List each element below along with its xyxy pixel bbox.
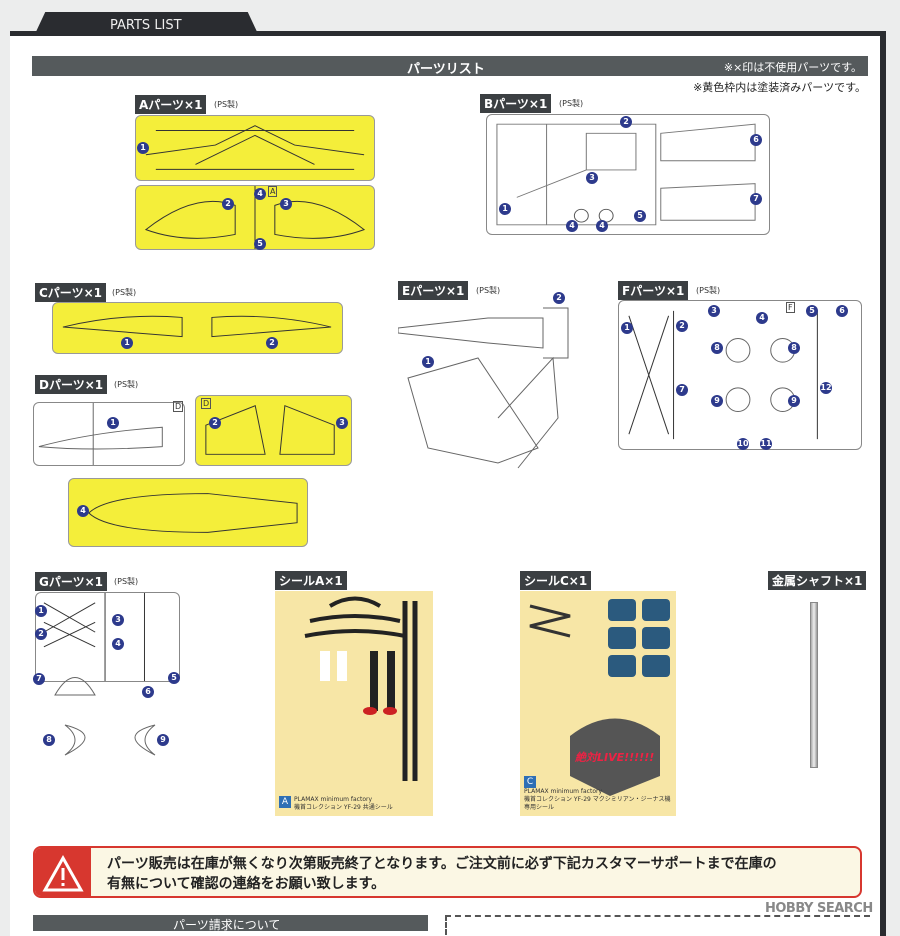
section-label-seal-c: シールC×1 [520, 571, 592, 590]
watermark: HOBBY SEARCH [765, 901, 873, 916]
runner-letter: D [201, 398, 212, 409]
part-number: 2 [35, 628, 47, 640]
section-label-f: Fパーツ×1 [618, 281, 689, 300]
section-label-g: Gパーツ×1 [35, 572, 108, 591]
runner-c [52, 302, 343, 354]
seal-badge: C [524, 776, 536, 788]
section-label-a: Aパーツ×1 [135, 95, 207, 114]
runner-d-long [68, 478, 308, 547]
tab-label: PARTS LIST [110, 18, 182, 33]
canopy-parts-drawing [54, 677, 156, 756]
warning-triangle-icon [35, 848, 91, 896]
part-number: 5 [634, 210, 646, 222]
cut-line-box [445, 915, 870, 935]
seal-logo: 絶対LIVE!!!!!! [575, 751, 655, 764]
parts-request-heading: パーツ請求について [33, 915, 428, 932]
section-label-e: Eパーツ×1 [398, 281, 469, 300]
part-number: 2 [676, 320, 688, 332]
part-number: 3 [586, 172, 598, 184]
section-label-seal-a: シールA×1 [275, 571, 347, 590]
runner-f [618, 300, 862, 450]
part-number: 2 [553, 292, 565, 304]
part-number: 5 [806, 305, 818, 317]
part-number: 9 [788, 395, 800, 407]
part-number: 1 [121, 337, 133, 349]
runner-letter: D [173, 401, 184, 412]
part-number: 5 [168, 672, 180, 684]
part-number: 4 [77, 505, 89, 517]
material-note: (PS製) [114, 577, 139, 586]
runner-e [398, 298, 574, 470]
part-number: 1 [137, 142, 149, 154]
part-number: 4 [566, 220, 578, 232]
part-number: 8 [788, 342, 800, 354]
warning-line-2: 有無について確認の連絡をお願い致します。 [107, 876, 386, 892]
part-number: 2 [222, 198, 234, 210]
material-note: (PS製) [112, 288, 137, 297]
section-label-d: Dパーツ×1 [35, 375, 108, 394]
note-painted: ※黄色枠内は塗装済みパーツです。 [693, 81, 866, 94]
runner-g [35, 592, 180, 682]
part-number: 2 [209, 417, 221, 429]
seal-product: 機首コレクション YF-29 共通シール [294, 804, 393, 811]
runner-a-top [135, 115, 375, 181]
part-number: 1 [422, 356, 434, 368]
seal-brand: PLAMAX minimum factory [294, 796, 373, 803]
part-number: 3 [336, 417, 348, 429]
section-label-b: Bパーツ×1 [480, 94, 552, 113]
material-note: (PS製) [114, 380, 139, 389]
part-number: 12 [820, 382, 832, 394]
seal-brand: PLAMAX minimum factory [524, 788, 603, 795]
part-number: 3 [708, 305, 720, 317]
part-number: 2 [620, 116, 632, 128]
part-number: 3 [112, 614, 124, 626]
runner-d [33, 402, 185, 466]
warning-line-1: パーツ販売は在庫が無くなり次第販売終了となります。ご注文前に必ず下記カスタマーサ… [107, 856, 777, 872]
warning-box: パーツ販売は在庫が無くなり次第販売終了となります。ご注文前に必ず下記カスタマーサ… [33, 846, 862, 898]
part-number: 8 [711, 342, 723, 354]
material-note: (PS製) [476, 286, 501, 295]
header-rule [10, 31, 886, 36]
part-number: 1 [107, 417, 119, 429]
title-bar: パーツリスト ※×印は不使用パーツです。 [32, 56, 868, 77]
part-number: 4 [112, 638, 124, 650]
part-number: 8 [43, 734, 55, 746]
runner-b [486, 114, 770, 235]
part-number: 1 [499, 203, 511, 215]
page-title: パーツリスト [407, 62, 485, 77]
part-number: 10 [737, 438, 749, 450]
part-number: 6 [750, 134, 762, 146]
part-number: 1 [35, 605, 47, 617]
material-note: (PS製) [559, 99, 584, 108]
metal-shaft [810, 602, 818, 768]
part-number: 2 [266, 337, 278, 349]
material-note: (PS製) [696, 286, 721, 295]
runner-letter: A [268, 186, 278, 197]
part-number: 7 [676, 384, 688, 396]
part-number: 1 [621, 322, 633, 334]
part-number: 5 [254, 238, 266, 250]
seal-product: 機首コレクション YF-29 マクシミリアン・ジーナス機専用シール [524, 796, 671, 811]
section-label-shaft: 金属シャフト×1 [768, 571, 867, 590]
part-number: 6 [836, 305, 848, 317]
note-unused: ※×印は不使用パーツです。 [723, 61, 862, 74]
runner-d-painted [195, 395, 352, 466]
runner-letter: F [786, 302, 795, 313]
part-number: 4 [596, 220, 608, 232]
section-label-c: Cパーツ×1 [35, 283, 106, 302]
part-number: 7 [750, 193, 762, 205]
part-number: 6 [142, 686, 154, 698]
part-number: 7 [33, 673, 45, 685]
part-number: 3 [280, 198, 292, 210]
part-number: 9 [157, 734, 169, 746]
part-number: 4 [756, 312, 768, 324]
part-number: 9 [711, 395, 723, 407]
part-number: 11 [760, 438, 772, 450]
part-number: 4 [254, 188, 266, 200]
seal-badge: A [279, 796, 291, 808]
material-note: (PS製) [214, 100, 239, 109]
